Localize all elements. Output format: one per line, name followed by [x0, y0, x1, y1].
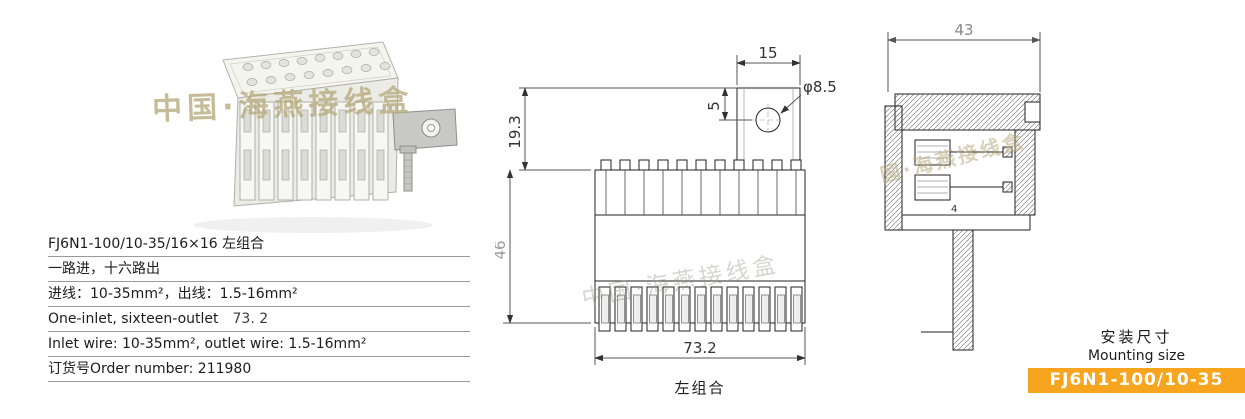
side-terminal-lower — [914, 174, 1013, 201]
mounting-size-en: Mounting size — [1087, 348, 1186, 364]
model-badge: FJ6N1-100/10-35 — [1028, 368, 1245, 393]
mounting-tab — [392, 108, 458, 151]
dim-body-width: 73.2 — [594, 327, 806, 365]
side-view-drawing: 43 — [865, 18, 1075, 378]
side-terminal-upper — [914, 139, 1013, 166]
spec-table: FJ6N1-100/10-35/16×16 左组合 一路进，十六路出 进线：10… — [48, 232, 470, 382]
dim-hole-diameter-label: φ8.5 — [803, 78, 837, 96]
front-view-drawing: 15 5 φ8.5 — [491, 25, 855, 410]
dim-hole-diameter: φ8.5 — [780, 78, 837, 114]
screw — [399, 145, 417, 192]
spec-row: 一路进，十六路出 — [48, 257, 470, 282]
dim-side-width-label: 43 — [954, 21, 973, 39]
front-view-caption: 左组合 — [674, 379, 726, 397]
stray-dimension-label: 73. 2 — [232, 311, 269, 327]
side-leg — [952, 229, 974, 351]
spec-row-text: 订货号Order number: 211980 — [48, 361, 252, 377]
product-photo-image — [193, 41, 458, 233]
spec-row-text: 一路进，十六路出 — [48, 261, 160, 277]
dim-tab-width-label: 15 — [758, 44, 777, 62]
spec-row: 订货号Order number: 211980 — [48, 357, 470, 382]
spec-row: FJ6N1-100/10-35/16×16 左组合 — [48, 232, 470, 257]
spec-row: 进线：10-35mm²，出线：1.5-16mm² — [48, 282, 470, 307]
terminal-block-front — [233, 77, 399, 207]
spec-row-text: FJ6N1-100/10-35/16×16 左组合 — [48, 236, 265, 252]
dim-side-width: 43 — [887, 21, 1041, 92]
spec-row-text: One-inlet, sixteen-outlet — [48, 311, 219, 327]
spec-row-text: 进线：10-35mm²，出线：1.5-16mm² — [48, 286, 298, 302]
dim-body-height: 46 — [491, 169, 591, 324]
mounting-size-cn: 安装尺寸 — [1100, 328, 1173, 346]
dim-tab-width: 15 — [736, 44, 801, 85]
front-tab-outline — [736, 87, 801, 170]
product-photo — [148, 10, 478, 240]
dim-upper-height: 19.3 — [506, 87, 737, 171]
dim-upper-height-label: 19.3 — [506, 115, 524, 148]
dim-tab-top-offset-label: 5 — [705, 101, 723, 111]
mounting-size-block: 安装尺寸 Mounting size FJ6N1-100/10-35 — [1028, 326, 1245, 393]
front-body-outline — [594, 159, 806, 332]
spec-row: Inlet wire: 10-35mm², outlet wire: 1.5-1… — [48, 332, 470, 357]
photo-shadow — [193, 217, 433, 233]
spec-row-text: Inlet wire: 10-35mm², outlet wire: 1.5-1… — [48, 336, 367, 352]
dim-body-width-label: 73.2 — [683, 339, 716, 357]
dim-body-height-label: 46 — [495, 240, 509, 259]
dim-inner-label: 4 — [951, 204, 957, 215]
spec-row: One-inlet, sixteen-outlet 73. 2 — [48, 307, 470, 332]
terminal-block-lid — [222, 41, 399, 99]
side-body-section: 4 — [884, 93, 1041, 351]
